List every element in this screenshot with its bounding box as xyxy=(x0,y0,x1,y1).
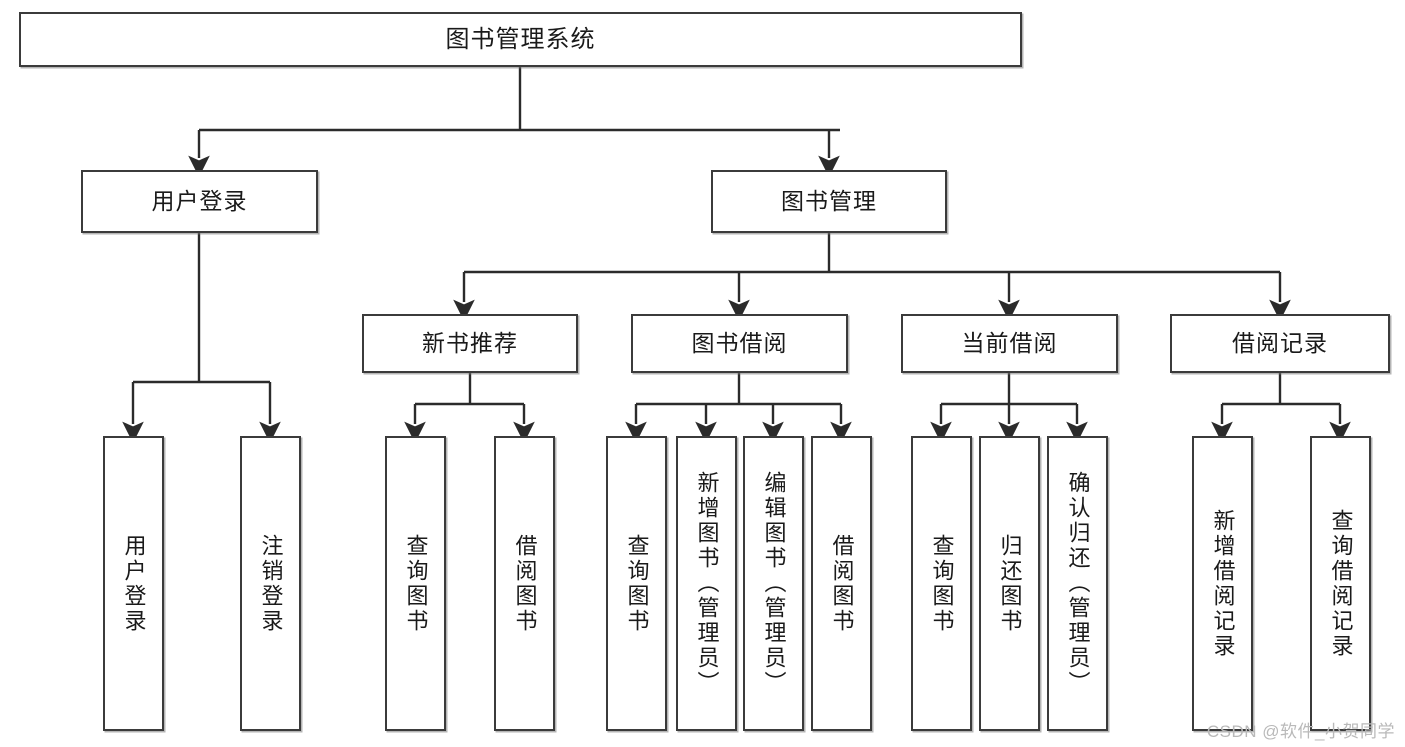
node-book-borrow[interactable]: 图书借阅 xyxy=(631,314,848,373)
node-label: 图书借阅 xyxy=(691,330,788,357)
node-label: 用户登录 xyxy=(121,533,147,634)
node-label: 图书管理 xyxy=(781,188,877,215)
node-label: 新增图书（管理员） xyxy=(694,471,720,696)
node-label: 查询借阅记录 xyxy=(1328,508,1354,659)
node-leaf-borrow-book-recommend[interactable]: 借阅图书 xyxy=(494,436,555,731)
node-label: 借阅记录 xyxy=(1232,330,1328,357)
node-leaf-query-borrow-record[interactable]: 查询借阅记录 xyxy=(1310,436,1371,731)
node-root-book-management-system[interactable]: 图书管理系统 xyxy=(19,12,1022,67)
csdn-watermark: CSDN @软件_小贺同学 xyxy=(1206,722,1395,741)
node-borrow-record[interactable]: 借阅记录 xyxy=(1170,314,1390,373)
node-current-borrow[interactable]: 当前借阅 xyxy=(901,314,1118,373)
node-new-book-recommend[interactable]: 新书推荐 xyxy=(362,314,578,373)
node-label: 注销登录 xyxy=(258,533,284,634)
node-leaf-add-book[interactable]: 新增图书（管理员） xyxy=(676,436,737,731)
node-book-management[interactable]: 图书管理 xyxy=(711,170,947,233)
node-label: 借阅图书 xyxy=(512,533,538,634)
node-leaf-confirm-return[interactable]: 确认归还（管理员） xyxy=(1047,436,1108,731)
node-label: 编辑图书（管理员） xyxy=(761,471,787,696)
node-leaf-logout-login[interactable]: 注销登录 xyxy=(240,436,301,731)
node-label: 查询图书 xyxy=(624,533,650,634)
node-leaf-edit-book[interactable]: 编辑图书（管理员） xyxy=(743,436,804,731)
node-leaf-return-book[interactable]: 归还图书 xyxy=(979,436,1040,731)
node-label: 新增借阅记录 xyxy=(1210,508,1236,659)
node-label: 查询图书 xyxy=(929,533,955,634)
node-leaf-user-login[interactable]: 用户登录 xyxy=(103,436,164,731)
node-label: 当前借阅 xyxy=(961,330,1058,357)
node-leaf-add-borrow-record[interactable]: 新增借阅记录 xyxy=(1192,436,1253,731)
node-label: 确认归还（管理员） xyxy=(1065,471,1091,696)
node-label: 图书管理系统 xyxy=(445,25,596,53)
node-label: 用户登录 xyxy=(151,188,248,215)
node-leaf-query-book-recommend[interactable]: 查询图书 xyxy=(385,436,446,731)
node-user-login[interactable]: 用户登录 xyxy=(81,170,318,233)
node-leaf-query-book-borrow[interactable]: 查询图书 xyxy=(606,436,667,731)
node-leaf-borrow-book[interactable]: 借阅图书 xyxy=(811,436,872,731)
node-label: 查询图书 xyxy=(403,533,429,634)
node-label: 借阅图书 xyxy=(829,533,855,634)
node-leaf-query-book-current[interactable]: 查询图书 xyxy=(911,436,972,731)
node-label: 新书推荐 xyxy=(422,330,518,357)
node-label: 归还图书 xyxy=(997,533,1023,634)
